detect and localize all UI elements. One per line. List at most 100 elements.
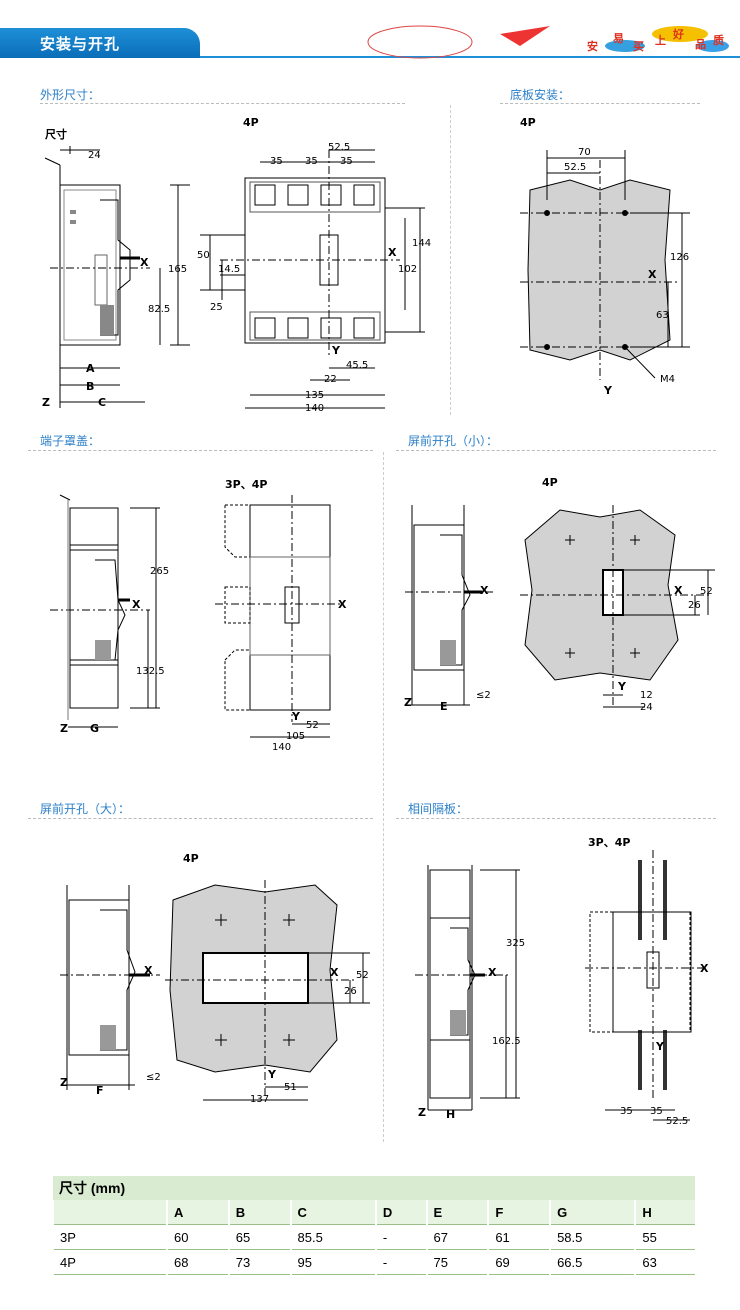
- terminal-side-view: [50, 494, 160, 728]
- paper-plane-icon: [500, 26, 550, 46]
- dim-label: 14.5: [218, 264, 241, 275]
- model-label: 4P: [542, 476, 558, 489]
- axis-label-z: Z: [42, 396, 50, 409]
- axis-label-x: X: [338, 598, 347, 611]
- table-title: 尺寸 (mm): [53, 1176, 695, 1200]
- axis-label-z: Z: [60, 1076, 68, 1089]
- dim-label: 82.5: [148, 304, 171, 315]
- table-cell: -: [374, 1249, 427, 1275]
- axis-label-x: X: [480, 584, 489, 597]
- dim-label-e: E: [440, 700, 448, 713]
- dim-label: 135: [305, 390, 325, 401]
- table-cell: 4P: [52, 1249, 167, 1275]
- base-plate-drawing: [520, 150, 690, 380]
- axis-label-z: Z: [60, 722, 68, 735]
- slogan-char: 易: [613, 32, 624, 45]
- dim-label: 105: [286, 731, 306, 742]
- axis-label-x: X: [388, 246, 397, 259]
- dim-label-a: A: [86, 362, 95, 375]
- table-cell: 65: [227, 1224, 291, 1250]
- dim-label: 52: [306, 720, 319, 731]
- large-side-view: [60, 885, 160, 1090]
- outline-front-view: [200, 149, 425, 409]
- dim-label-m4: M4: [660, 374, 675, 385]
- dim-label: 35: [305, 156, 318, 167]
- column-header: G: [549, 1200, 636, 1225]
- model-label: 4P: [243, 116, 259, 129]
- dim-label: 35: [620, 1106, 633, 1117]
- axis-label-y: Y: [332, 344, 340, 357]
- axis-label-x: X: [140, 256, 149, 269]
- section-title-outline: 外形尺寸：: [40, 88, 101, 102]
- divider: [396, 450, 716, 451]
- table-cell: 67: [425, 1224, 489, 1250]
- divider: [500, 103, 700, 104]
- dim-label: 102: [398, 264, 418, 275]
- dim-label: 52: [356, 970, 369, 981]
- size-label: 尺寸: [45, 128, 67, 141]
- table-cell: 61: [487, 1224, 551, 1250]
- table-row: 4P 68 73 95 - 75 69 66.5 63: [52, 1249, 695, 1275]
- model-label: 3P、4P: [588, 836, 631, 849]
- terminal-front-view: [215, 495, 340, 738]
- axis-label-x: X: [700, 962, 709, 975]
- dim-label-b: B: [86, 380, 95, 393]
- dim-label-h: H: [446, 1108, 456, 1121]
- slogan-char: 品: [695, 38, 706, 51]
- table-cell: 63: [634, 1249, 695, 1275]
- table-row: 3P 60 65 85.5 - 67 61 58.5 55: [52, 1224, 695, 1250]
- table-cell: 73: [227, 1249, 291, 1275]
- dim-label-f: F: [96, 1084, 104, 1097]
- model-label: 4P: [520, 116, 536, 129]
- dim-label: 162.5: [492, 1036, 521, 1047]
- dim-label: 22: [324, 374, 337, 385]
- table-cell: -: [374, 1224, 427, 1250]
- divider: [28, 450, 373, 451]
- section-title-phase-barrier: 相间隔板：: [408, 802, 469, 816]
- dim-label: 126: [670, 252, 690, 263]
- dim-label: 35: [340, 156, 353, 167]
- column-header: A: [166, 1200, 229, 1225]
- table-cell: 75: [425, 1249, 489, 1275]
- axis-label-y: Y: [292, 710, 300, 723]
- dim-label-c: C: [98, 396, 107, 409]
- dim-label: 50: [197, 250, 210, 261]
- table-cell: 55: [634, 1224, 695, 1250]
- section-title-base-install: 底板安装：: [510, 88, 571, 102]
- dim-label: 51: [284, 1082, 297, 1093]
- divider: [396, 818, 716, 819]
- dim-label: 24: [88, 150, 101, 161]
- axis-label-x: X: [488, 966, 497, 979]
- small-cutout-drawing: [520, 505, 715, 708]
- page-banner: 安装与开孔 安 易 买 上 好 品 质: [0, 20, 740, 64]
- axis-label-y: Y: [268, 1068, 276, 1081]
- slogan-char: 质: [713, 34, 724, 47]
- barrier-side-view: [415, 865, 520, 1111]
- dim-label: 140: [272, 742, 292, 753]
- axis-label-y: Y: [618, 680, 626, 693]
- section-title-terminal-cover: 端子罩盖：: [40, 434, 101, 448]
- slogan-char: 上: [655, 34, 666, 47]
- small-side-view: [405, 505, 495, 706]
- dim-label: 132.5: [136, 666, 165, 677]
- dim-label: 45.5: [346, 360, 369, 371]
- dim-label: 140: [305, 403, 325, 414]
- axis-label-x: X: [648, 268, 657, 281]
- dim-label: 70: [578, 147, 591, 158]
- column-header: C: [289, 1200, 376, 1225]
- slogan: 安 易 买 上 好 品 质: [585, 24, 735, 58]
- axis-label-z: Z: [418, 1106, 426, 1119]
- slogan-char: 好: [673, 28, 684, 41]
- outline-side-view: [44, 146, 190, 408]
- table-cell: 3P: [52, 1224, 167, 1250]
- axis-label-x: X: [132, 598, 141, 611]
- column-header: D: [374, 1200, 427, 1225]
- dim-label: 165: [168, 264, 188, 275]
- dim-label: 52: [700, 586, 713, 597]
- banner-line: [200, 56, 740, 58]
- axis-label-y: Y: [604, 384, 612, 397]
- model-label: 4P: [183, 852, 199, 865]
- table-title-row: 尺寸 (mm): [53, 1176, 695, 1200]
- column-header: B: [227, 1200, 291, 1225]
- dim-label: ≤2: [146, 1072, 161, 1083]
